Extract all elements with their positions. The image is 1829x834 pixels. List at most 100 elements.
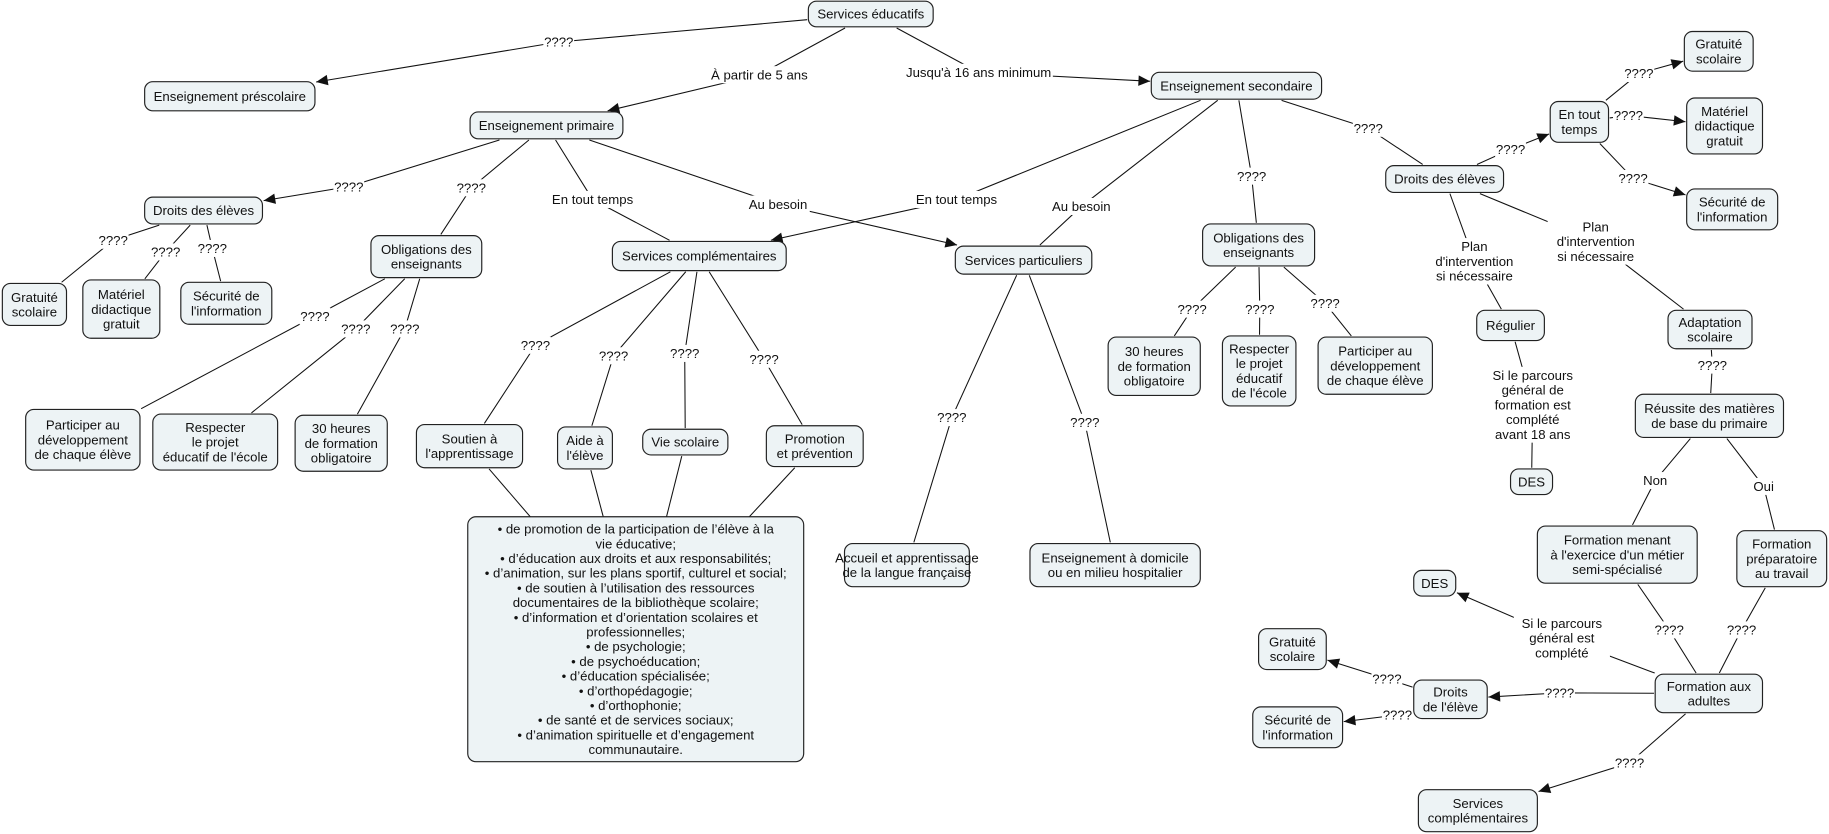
arrowhead-icon — [1138, 75, 1151, 86]
concept-node[interactable]: Droits des élèves — [144, 196, 264, 225]
link-label: ???? — [1544, 684, 1575, 702]
concept-label: DES — [1421, 576, 1448, 591]
concept-node[interactable]: DES — [1413, 569, 1457, 597]
concept-label: Enseignement secondaire — [1160, 78, 1312, 93]
link-label: ???? — [748, 350, 780, 368]
link-label-text: ???? — [1727, 623, 1756, 638]
connection-line — [555, 139, 670, 241]
arrowhead-icon — [316, 74, 329, 86]
link-label-text: ???? — [1614, 108, 1643, 123]
link-label: ???? — [1382, 706, 1413, 724]
arrowhead-icon — [1672, 186, 1686, 197]
concept-node[interactable]: Enseignement secondaire — [1150, 71, 1323, 100]
link-label: ???? — [1176, 300, 1208, 318]
link-label: ???? — [1612, 106, 1644, 124]
connection-line — [708, 271, 803, 425]
link-label: Au besoin — [746, 195, 810, 213]
concept-node[interactable]: Services éducatifs — [807, 0, 934, 28]
link-label: ???? — [543, 33, 575, 51]
arrowhead-icon — [770, 232, 784, 243]
connection-line — [770, 99, 1201, 241]
concept-label: Droits des élèves — [153, 203, 254, 218]
link-label-text: En tout temps — [916, 192, 998, 207]
link-label: Oui — [1751, 477, 1776, 495]
link-label-text: ???? — [390, 322, 419, 337]
connection-line — [1538, 713, 1686, 793]
link-label: En tout temps — [911, 190, 1002, 208]
link-label-text: Non — [1643, 473, 1667, 488]
concept-node[interactable]: Enseignement primaire — [469, 111, 624, 140]
link-label: À partir de 5 ans — [701, 66, 818, 84]
concept-node[interactable]: Services particuliers — [954, 245, 1093, 275]
link-label-text: Jusqu'à 16 ans minimum — [906, 65, 1051, 80]
link-label-text: ???? — [749, 352, 778, 367]
arrowhead-icon — [1343, 714, 1356, 726]
link-label-text: ???? — [1372, 672, 1401, 687]
concept-node[interactable]: DES — [1509, 468, 1554, 496]
concept-node[interactable]: Enseignement préscolaire — [144, 81, 316, 112]
concept-node[interactable]: • de promotion de la participation de l’… — [467, 516, 805, 763]
arrowhead-icon — [263, 193, 276, 204]
link-label-text: En tout temps — [552, 192, 634, 207]
link-label: ???? — [669, 344, 701, 362]
link-label: ???? — [97, 231, 129, 249]
link-label-text: Au besoin — [749, 197, 808, 212]
connection-line — [251, 278, 406, 414]
concept-label: Droits des élèves — [1394, 172, 1495, 187]
concept-node[interactable]: Régulier — [1476, 309, 1545, 342]
arrowhead-icon — [1673, 115, 1686, 126]
concept-node[interactable]: Vie scolaire — [642, 428, 729, 456]
concept-node[interactable]: Droits des élèves — [1385, 165, 1505, 194]
link-label-text: ???? — [198, 241, 227, 256]
link-label-text: ???? — [1237, 169, 1266, 184]
link-label: ???? — [1653, 621, 1685, 639]
concept-node[interactable]: Services complémentaires — [611, 240, 787, 272]
link-label-text: ???? — [544, 35, 573, 50]
